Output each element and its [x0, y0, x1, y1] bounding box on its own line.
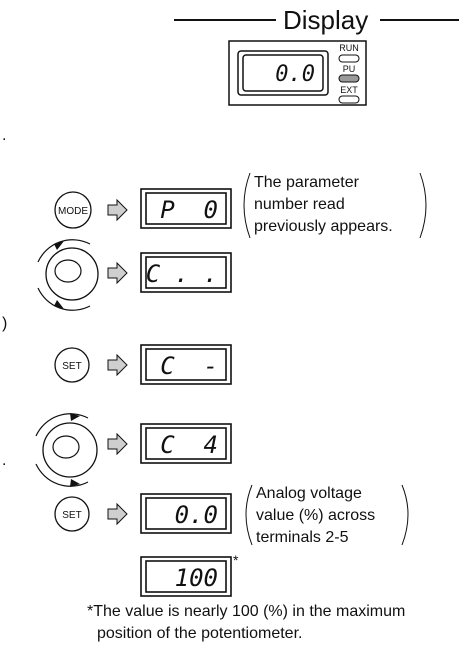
panel-readout: 0.0	[275, 62, 315, 87]
step1-note-bracket-left	[243, 172, 251, 239]
step1-display-inner	[145, 192, 227, 225]
set-key-2[interactable]	[54, 496, 90, 532]
step1-note-line2: number read	[254, 196, 345, 213]
step5-note-line3: terminals 2-5	[256, 529, 349, 546]
panel-lcd-inner	[242, 54, 324, 92]
indicator-label-pu: PU	[343, 64, 356, 74]
indicator-lamp-ext	[338, 95, 360, 104]
mode-key[interactable]	[54, 191, 92, 229]
step5-display: 0.0	[175, 501, 218, 529]
set-key-1-label: SET	[62, 361, 81, 372]
step5-note-bracket-left	[245, 484, 253, 546]
step2-display: C . .	[146, 260, 218, 288]
set-key-2-label: SET	[62, 510, 81, 521]
step1-arrow	[107, 198, 128, 222]
mode-key-label: MODE	[58, 206, 88, 217]
set-key-1[interactable]	[54, 347, 90, 383]
step5-note-bracket-right	[401, 484, 409, 546]
step3-arrow	[107, 353, 128, 377]
edge-mark-3: .	[2, 452, 6, 469]
step6-display: 100	[175, 564, 218, 592]
step5-display-inner	[145, 497, 227, 530]
step5-note-line1: Analog voltage	[256, 485, 362, 502]
step4-display-inner	[145, 427, 227, 460]
step3-display: C -	[160, 352, 218, 380]
step4-display: C 4	[160, 431, 218, 459]
step1-note-line1: The parameter	[254, 174, 360, 191]
step1-note-bracket-right	[419, 172, 427, 239]
indicator-label-ext: EXT	[340, 85, 358, 95]
step1-note-line3: previously appears.	[254, 218, 393, 235]
step2-arrow	[107, 261, 128, 285]
setting-dial-ccw[interactable]	[37, 239, 99, 311]
step3-display-inner	[145, 348, 227, 381]
indicator-lamp-pu	[338, 74, 360, 83]
step6-display-inner	[145, 560, 227, 593]
footnote-line2: position of the potentiometer.	[97, 625, 302, 642]
indicator-label-run: RUN	[339, 43, 359, 53]
step4-arrow	[107, 432, 128, 456]
step1-display: P 0	[160, 196, 218, 224]
footnote-line1: *The value is nearly 100 (%) in the maxi…	[87, 603, 405, 620]
step5-note-line2: value (%) across	[256, 507, 375, 524]
indicator-lamp-run	[338, 54, 360, 63]
edge-mark-1: .	[2, 127, 6, 144]
edge-mark-2: )	[2, 315, 7, 332]
step5-arrow	[107, 502, 128, 526]
step2-display-inner	[145, 256, 227, 289]
setting-dial-cw[interactable]	[35, 413, 98, 487]
footnote-marker: *	[233, 552, 239, 568]
header-title: Display	[283, 5, 368, 35]
